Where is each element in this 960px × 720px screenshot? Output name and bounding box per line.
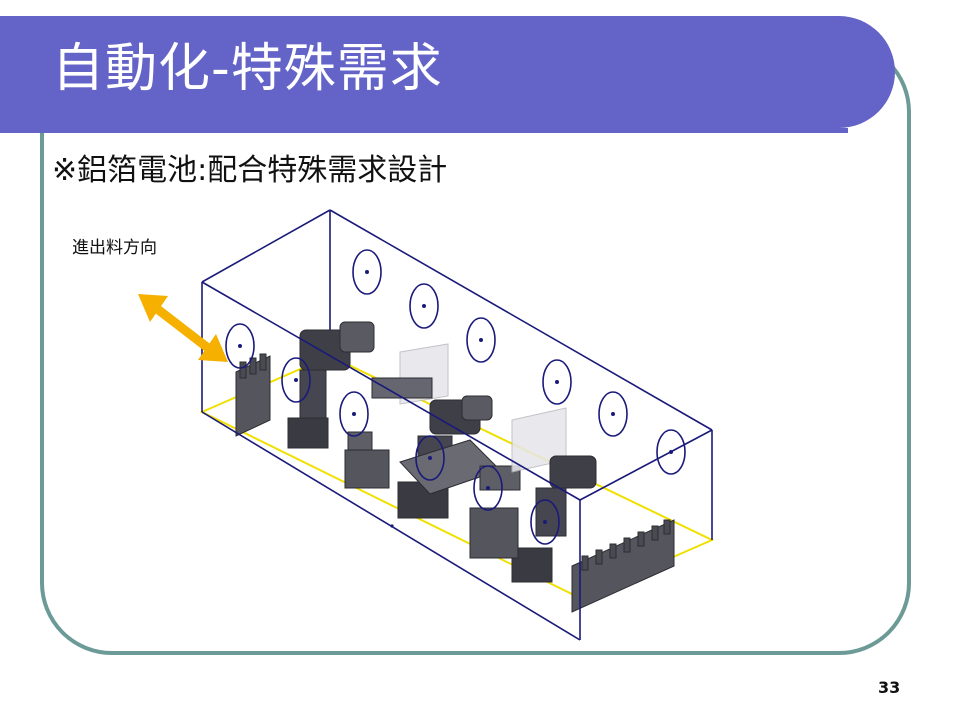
circle-marker-dots: [238, 270, 673, 528]
slide-subtitle: ※鋁箔電池:配合特殊需求設計: [52, 153, 448, 188]
double-headed-arrow-icon: [138, 294, 228, 362]
enclosure-back-lines: [329, 209, 713, 540]
machinery: [235, 321, 675, 613]
feed-direction-label: 進出料方向: [72, 238, 157, 258]
enclosure-circle-markers: [225, 249, 686, 545]
title-underline: [0, 128, 848, 133]
slide-title: 自動化-特殊需求: [52, 39, 443, 99]
page-number: 33: [878, 678, 901, 697]
title-bar: [0, 16, 895, 128]
